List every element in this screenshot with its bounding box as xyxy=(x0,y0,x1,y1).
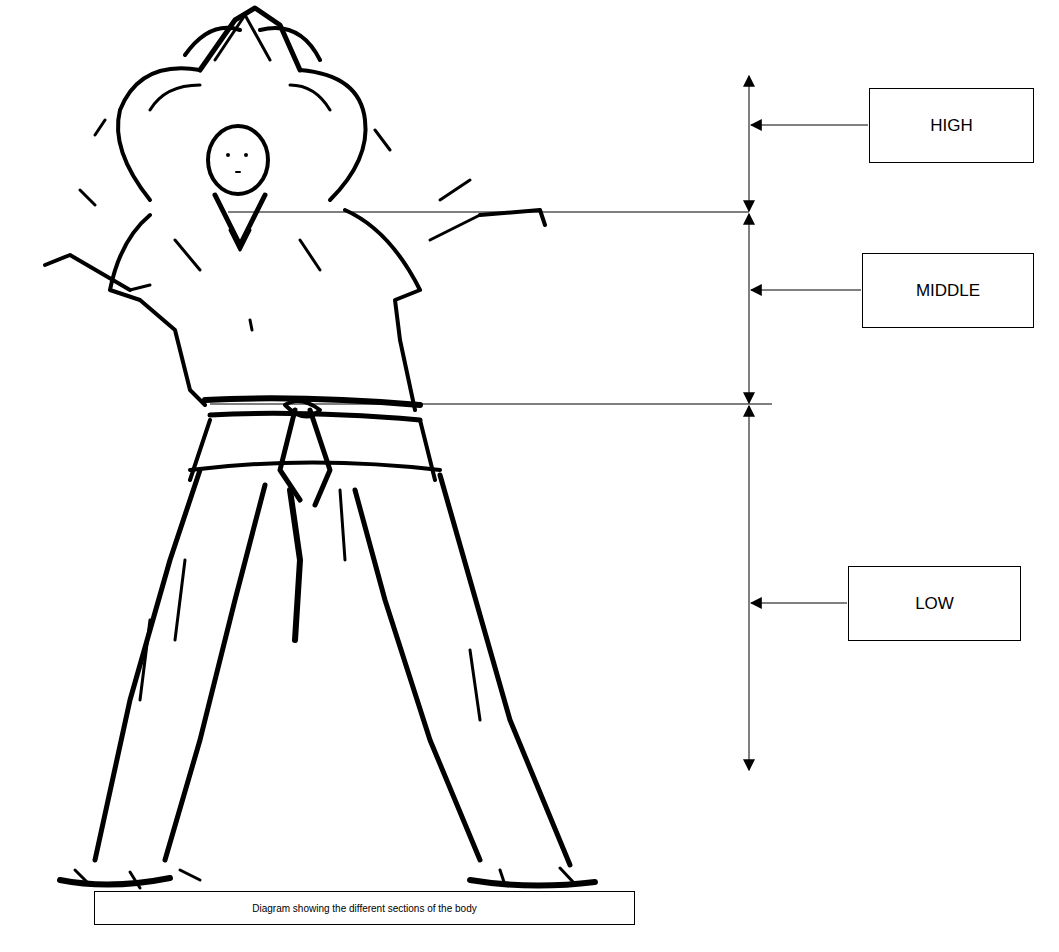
section-label-box: MIDDLE xyxy=(862,253,1034,328)
middle-low-divider xyxy=(210,404,772,405)
section-label-box: HIGH xyxy=(869,88,1034,163)
caption: Diagram showing the different sections o… xyxy=(252,903,476,914)
low-span-arrow xyxy=(749,406,750,770)
section-label: HIGH xyxy=(930,116,973,136)
section-label: MIDDLE xyxy=(916,281,980,301)
leader-arrow xyxy=(751,125,868,126)
section-lines xyxy=(210,76,868,770)
leader-arrow xyxy=(751,290,861,291)
leader-arrow xyxy=(751,603,847,604)
section-label-box: LOW xyxy=(848,566,1021,641)
middle-span-arrow xyxy=(749,214,750,403)
high-span-arrow xyxy=(749,76,750,211)
caption-box: Diagram showing the different sections o… xyxy=(94,891,635,925)
figure-sketch xyxy=(45,8,595,888)
high-middle-divider xyxy=(228,212,749,213)
section-label: LOW xyxy=(915,594,954,614)
